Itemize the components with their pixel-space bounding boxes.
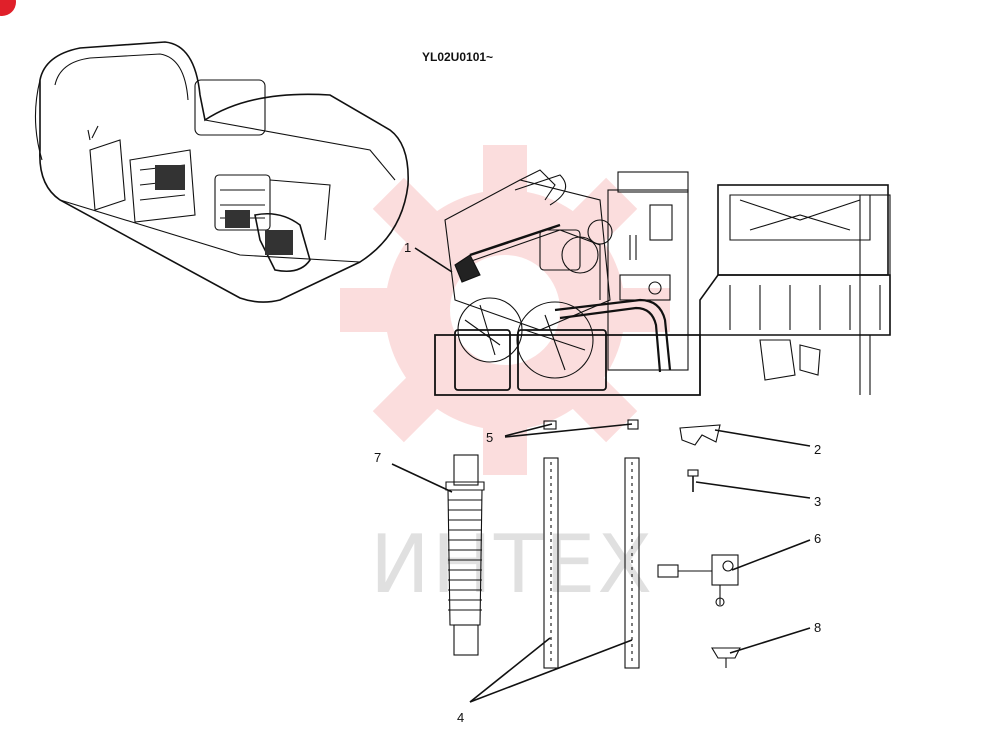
corner-badge bbox=[0, 0, 16, 16]
part-7-drain-hose bbox=[445, 454, 485, 656]
callout-5: 5 bbox=[486, 430, 493, 445]
part-3-screw bbox=[687, 469, 699, 492]
callout-8: 8 bbox=[814, 620, 821, 635]
part-4-tape bbox=[543, 457, 640, 669]
callout-3: 3 bbox=[814, 494, 821, 509]
drawing-code: YL02U0101~ bbox=[422, 50, 493, 64]
callout-1: 1 bbox=[404, 240, 411, 255]
part-6-sensor bbox=[657, 554, 739, 607]
callout-7: 7 bbox=[374, 450, 381, 465]
callout-6: 6 bbox=[814, 531, 821, 546]
callout-4: 4 bbox=[457, 710, 464, 725]
part-2-bracket bbox=[679, 424, 721, 446]
air-conditioner-unit-assembly bbox=[434, 169, 891, 396]
watermark-text: ИНТЕХ bbox=[370, 518, 654, 611]
part-8-clip bbox=[711, 647, 741, 668]
leader-lines bbox=[391, 247, 811, 703]
callout-2: 2 bbox=[814, 442, 821, 457]
excavator-overview-illustration bbox=[34, 41, 409, 303]
